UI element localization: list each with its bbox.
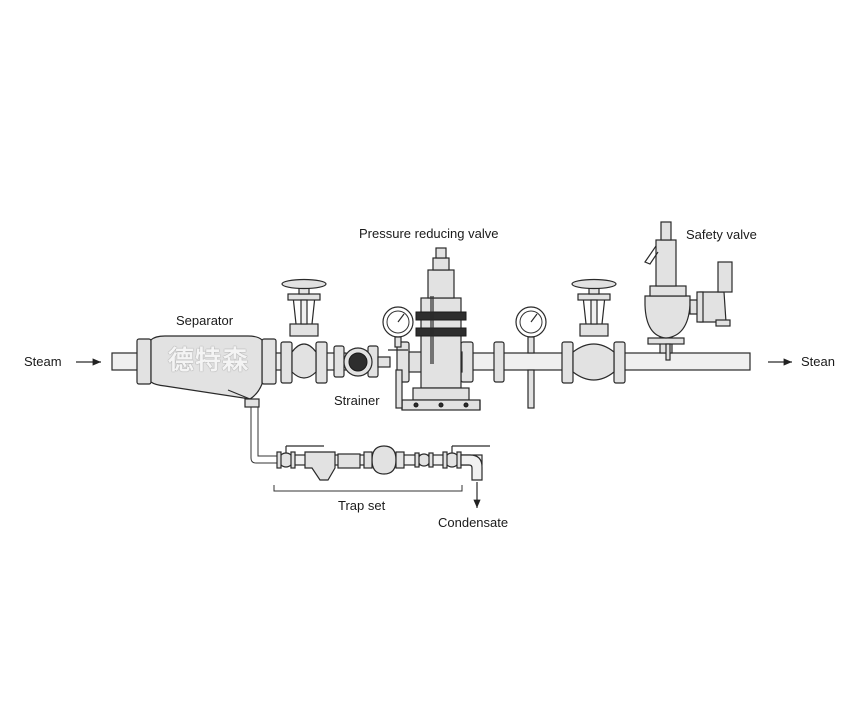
label-pressure-reducing-valve: Pressure reducing valve xyxy=(359,226,499,241)
label-trap-set: Trap set xyxy=(338,498,386,513)
pressure-reducing-valve xyxy=(396,247,481,411)
outlet-globe-valve xyxy=(493,278,626,384)
downstream-pressure-gauge xyxy=(515,306,547,409)
label-strainer: Strainer xyxy=(334,393,380,408)
drain-line xyxy=(250,407,282,464)
safety-valve xyxy=(644,221,733,361)
watermark: 德特森 xyxy=(168,346,250,376)
label-separator: Separator xyxy=(176,313,234,328)
trap-set-bracket xyxy=(273,485,463,492)
separator xyxy=(136,335,277,408)
label-safety-valve: Safety valve xyxy=(686,227,757,242)
trap-set xyxy=(276,445,490,508)
strainer xyxy=(333,345,391,378)
label-steam-out: Stean xyxy=(801,354,835,369)
upstream-pressure-gauge xyxy=(382,306,414,409)
label-condensate: Condensate xyxy=(438,515,509,530)
inlet-globe-valve xyxy=(280,278,328,384)
label-steam-in: Steam xyxy=(24,354,62,369)
